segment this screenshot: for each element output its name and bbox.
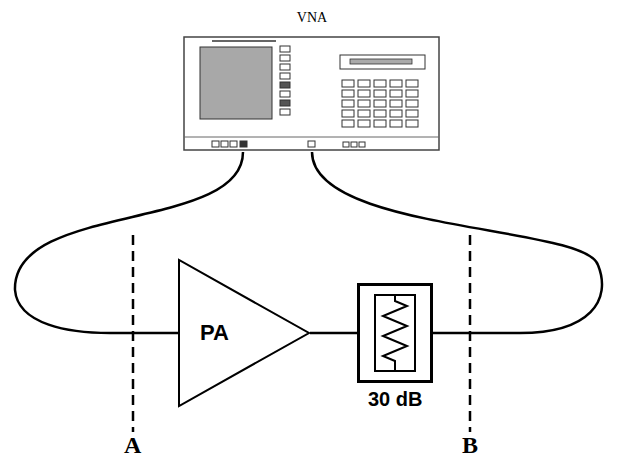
rf-cable bbox=[310, 333, 357, 334]
amplifier-node: PA bbox=[178, 258, 310, 408]
attenuation-value: 30 dB bbox=[368, 388, 422, 411]
amplifier-triangle bbox=[178, 258, 310, 408]
instrument-label: VNA bbox=[183, 6, 441, 26]
amplifier-label: PA bbox=[200, 320, 229, 346]
plane-label: B bbox=[462, 432, 478, 459]
vna-instrument bbox=[183, 6, 441, 152]
plane-label: A bbox=[124, 432, 141, 459]
attenuator-symbol bbox=[357, 283, 433, 383]
instrument-node: VNA bbox=[183, 6, 441, 152]
attenuator-node: 30 dB bbox=[357, 283, 433, 418]
rf-cable bbox=[312, 152, 602, 333]
